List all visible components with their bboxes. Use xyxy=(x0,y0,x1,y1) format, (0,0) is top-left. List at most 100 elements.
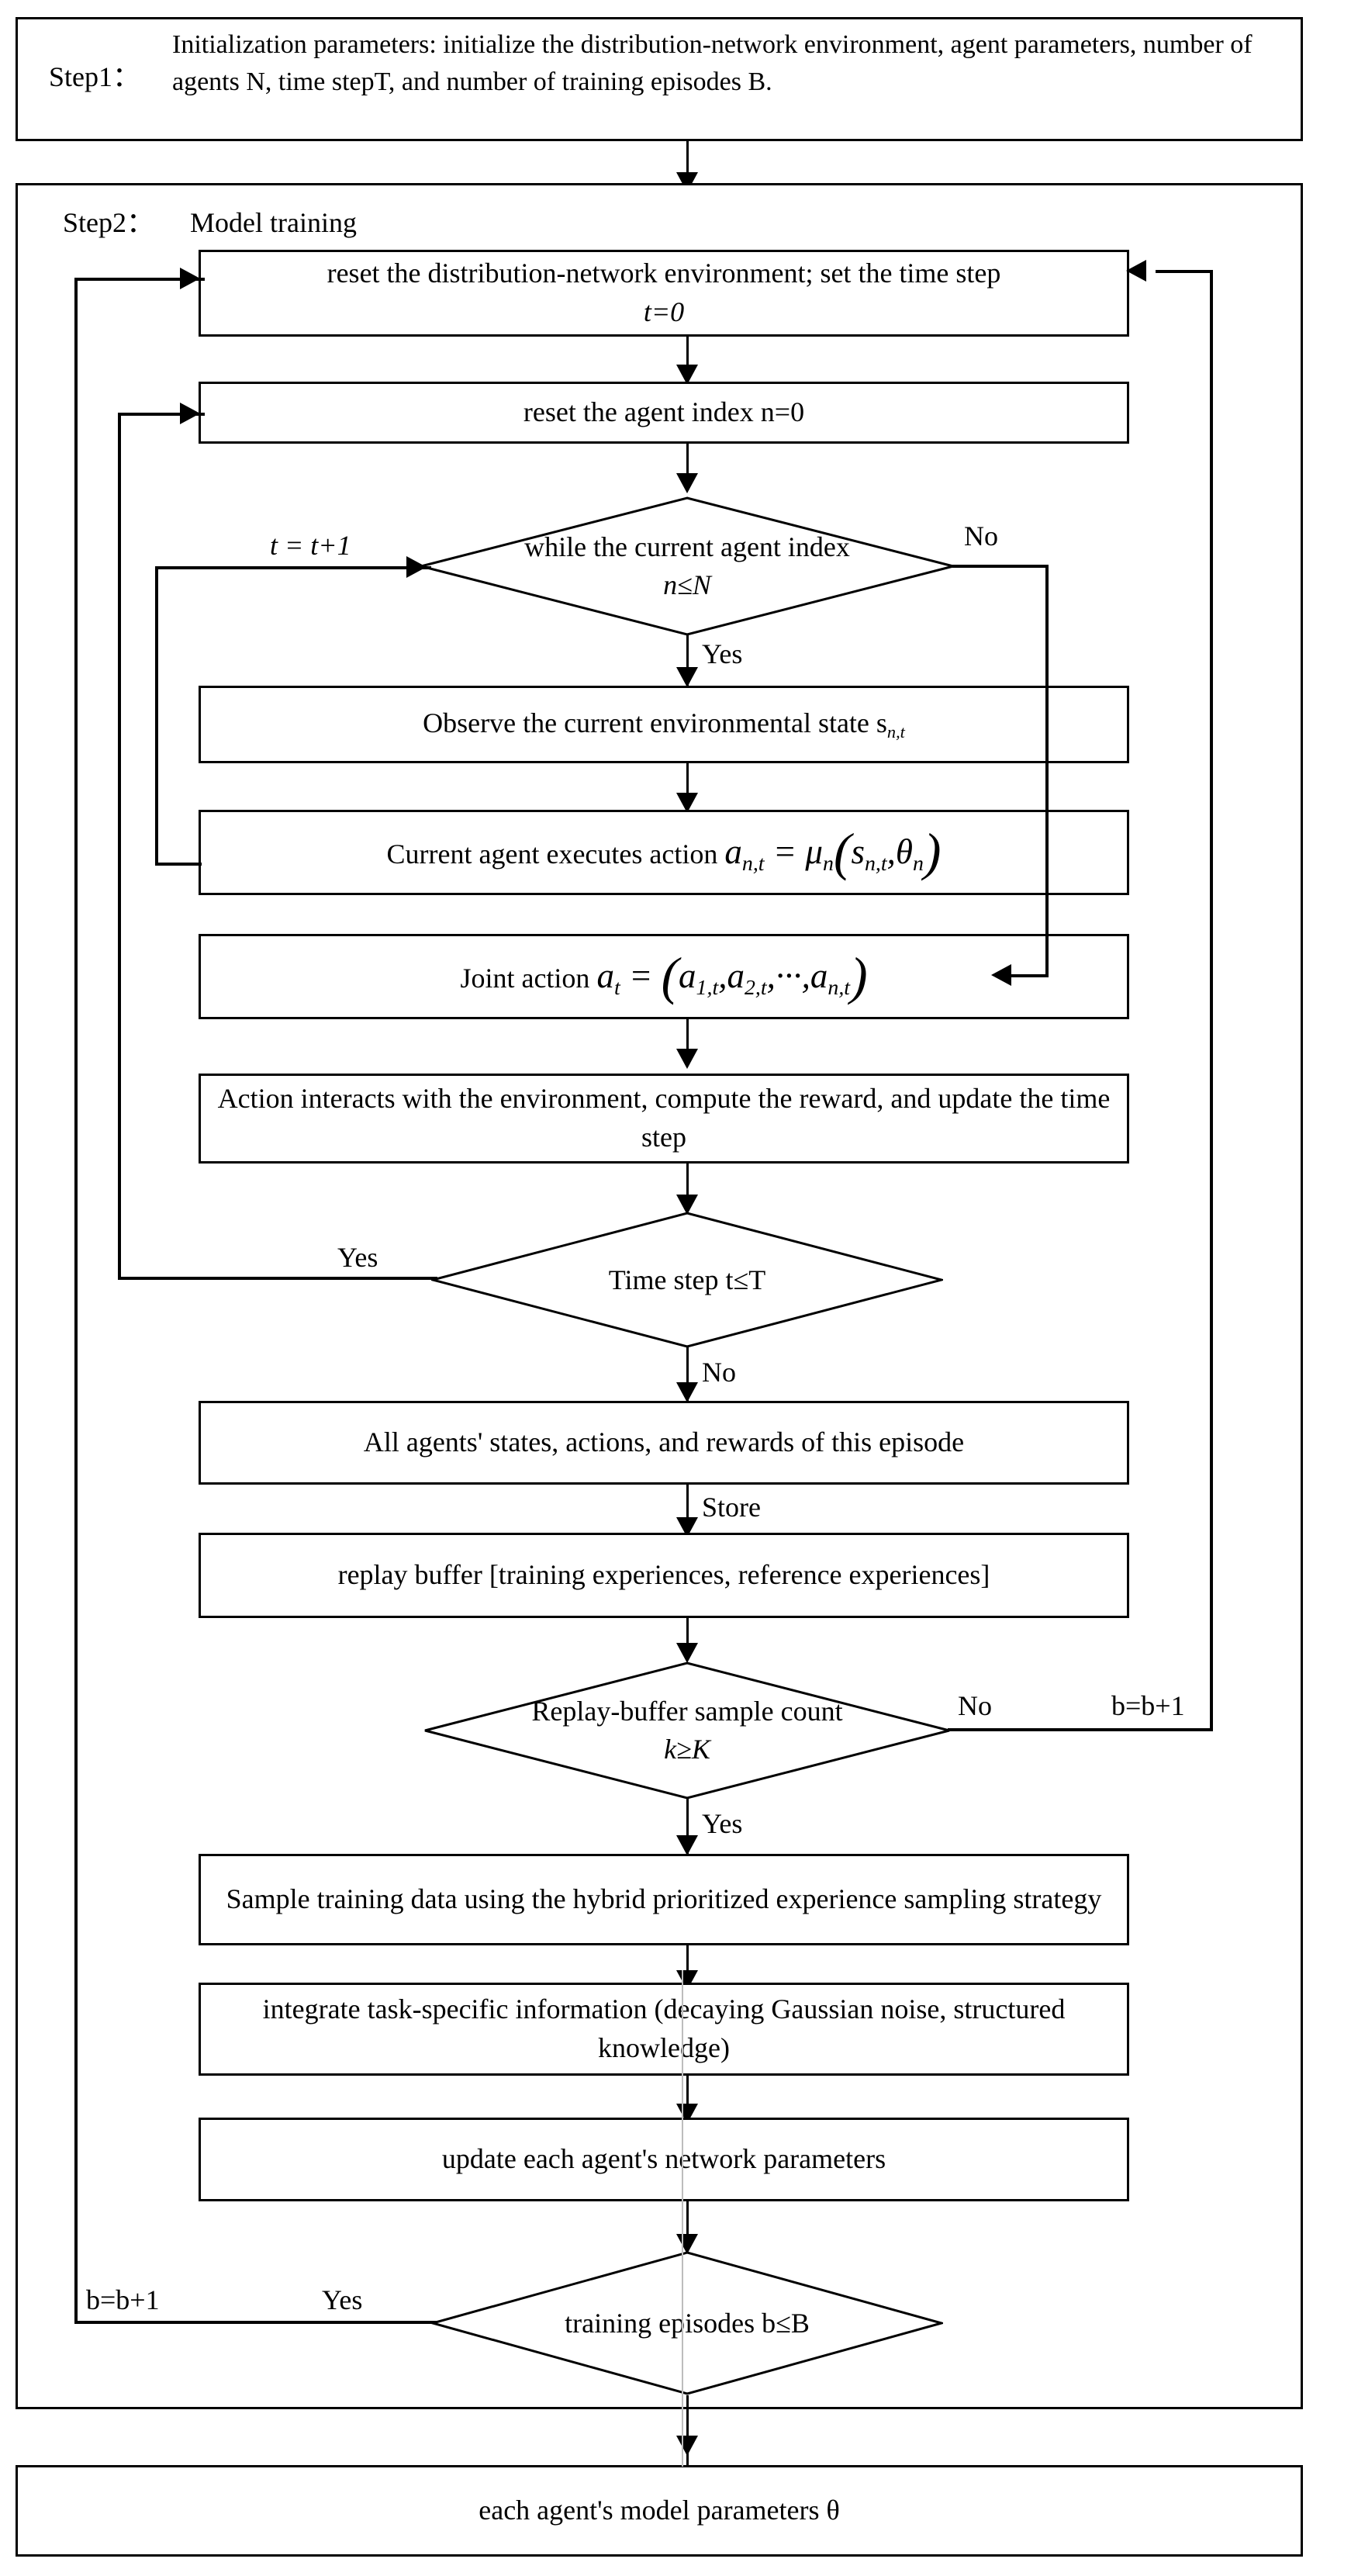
node-joint-action-formula: at = (a1,t,a2,t,···,an,t) xyxy=(596,947,868,1006)
node-execute-action-formula: an,t = μn(sn,t,θn) xyxy=(724,823,942,882)
edge-step1-to-step2 xyxy=(686,141,689,192)
decision-training-episodes-shape xyxy=(431,2251,943,2395)
edge-allagents-to-buffer xyxy=(686,1485,689,1534)
edge-reset-env-to-agent-index xyxy=(686,337,689,380)
step1-container xyxy=(16,17,1303,141)
node-joint-action-text: Joint action at = (a1,t,a2,t,···,an,t) xyxy=(460,940,867,1012)
node-reset-agent-index: reset the agent index n=0 xyxy=(199,382,1129,444)
step2-label: Step2： xyxy=(60,206,157,240)
edge-while-no-to-joint-horizontal xyxy=(997,974,1049,977)
edge-episodecheck-to-output-arrowhead xyxy=(676,2436,698,2456)
edge-joint-to-interacts-arrowhead xyxy=(676,1049,698,1069)
edge-label-t-increment: t = t+1 xyxy=(268,529,354,563)
edge-time-yes-horizontal-top xyxy=(118,413,205,416)
node-observe-state-text: Observe the current environmental state … xyxy=(423,704,905,745)
edge-episodes-yes-horizontal-bottom xyxy=(74,2321,437,2324)
edge-label-no-time: No xyxy=(700,1356,738,1390)
edge-integrate-to-update xyxy=(686,2076,689,2118)
edge-sample-to-integrate xyxy=(686,1945,689,1984)
edge-execute-to-while-arrowhead xyxy=(406,556,427,578)
node-execute-action: Current agent executes action an,t = μn(… xyxy=(199,810,1129,895)
node-output-model-parameters-text: each agent's model parameters θ xyxy=(479,2491,840,2530)
decision-while-agent-index-line2: n≤N xyxy=(663,569,711,600)
node-all-agents-episode: All agents' states, actions, and rewards… xyxy=(199,1401,1129,1485)
node-integrate-task-info: integrate task-specific information (dec… xyxy=(199,1983,1129,2076)
node-integrate-task-info-text: integrate task-specific information (dec… xyxy=(262,1993,1066,2063)
edge-replay-no-vertical xyxy=(1210,270,1213,1731)
edge-label-b-increment-right: b=b+1 xyxy=(1109,1689,1187,1724)
edge-execute-to-while-horizontal-bottom xyxy=(155,863,202,866)
edge-replay-no-to-reset-arrowhead xyxy=(1126,260,1146,282)
edge-agent-index-to-while xyxy=(686,444,689,486)
edge-time-yes-horizontal-bottom xyxy=(118,1277,437,1280)
edge-timecheck-no-to-allagents xyxy=(686,1347,689,1404)
node-observe-state: Observe the current environmental state … xyxy=(199,686,1129,763)
edge-countcheck-yes-to-sample-arrowhead xyxy=(676,1835,698,1855)
edge-time-yes-arrowhead xyxy=(180,403,200,424)
decision-while-agent-index: while the current agent index n≤N xyxy=(420,496,955,636)
edge-label-yes-episodes: Yes xyxy=(320,2284,365,2318)
node-replay-buffer-text: replay buffer [training experiences, ref… xyxy=(337,1559,990,1591)
edge-label-yes-time: Yes xyxy=(335,1241,381,1275)
decision-while-agent-index-label: while the current agent index n≤N xyxy=(420,496,955,636)
decision-replay-count: Replay-buffer sample count k≥K xyxy=(423,1661,951,1800)
decision-time-step-label: Time step t≤T xyxy=(431,1212,943,1348)
node-reset-environment: reset the distribution-network environme… xyxy=(199,250,1129,337)
decision-time-step-text: Time step t≤T xyxy=(608,1264,766,1295)
node-observe-state-main: Observe the current environmental state … xyxy=(423,707,887,739)
node-output-model-parameters: each agent's model parameters θ xyxy=(16,2465,1303,2557)
edge-while-yes-to-observe-arrowhead xyxy=(676,667,698,687)
edge-replay-no-to-reset-horizontal xyxy=(1156,270,1213,273)
node-reset-environment-subtext: t=0 xyxy=(643,296,685,327)
edge-replay-no-horizontal xyxy=(948,1728,1213,1731)
edge-countcheck-yes-to-sample xyxy=(686,1798,689,1857)
edge-while-no-vertical xyxy=(1045,565,1049,977)
edge-buffer-to-countcheck xyxy=(686,1618,689,1658)
edge-interacts-to-timecheck xyxy=(686,1164,689,1212)
decision-training-episodes: training episodes b≤B xyxy=(431,2251,943,2395)
node-joint-action-main: Joint action xyxy=(460,963,590,994)
edge-update-to-episodecheck xyxy=(686,2201,689,2251)
edge-time-yes-vertical xyxy=(118,413,121,1280)
decision-training-episodes-label: training episodes b≤B xyxy=(431,2251,943,2395)
node-update-network-params-text: update each agent's network parameters xyxy=(441,2143,886,2175)
edge-observe-to-execute-arrowhead xyxy=(676,793,698,813)
step1-label: Step1： xyxy=(47,61,143,95)
edge-label-store: Store xyxy=(700,1491,763,1525)
decision-replay-count-line2: k≥K xyxy=(664,1734,710,1765)
node-all-agents-episode-text: All agents' states, actions, and rewards… xyxy=(363,1426,965,1458)
edge-while-no-horizontal xyxy=(952,565,1049,568)
node-update-network-params: update each agent's network parameters xyxy=(199,2118,1129,2201)
edge-observe-to-execute xyxy=(686,763,689,807)
step1-text: Initialization parameters: initialize th… xyxy=(172,30,1253,97)
node-execute-action-main: Current agent executes action xyxy=(386,838,718,870)
node-joint-action: Joint action at = (a1,t,a2,t,···,an,t) xyxy=(199,934,1129,1019)
edge-label-no-replay: No xyxy=(955,1689,994,1724)
edge-label-no-agent: No xyxy=(962,520,1000,554)
node-execute-action-text: Current agent executes action an,t = μn(… xyxy=(387,816,942,888)
edge-label-yes-replay: Yes xyxy=(700,1807,745,1841)
node-observe-state-subscript: n,t xyxy=(886,722,905,742)
decision-training-episodes-text: training episodes b≤B xyxy=(565,2307,810,2339)
edge-reset-env-to-agent-index-arrowhead xyxy=(676,365,698,385)
node-replay-buffer: replay buffer [training experiences, ref… xyxy=(199,1533,1129,1618)
node-action-interacts: Action interacts with the environment, c… xyxy=(199,1074,1129,1164)
decision-replay-count-line1: Replay-buffer sample count xyxy=(531,1696,843,1727)
decision-while-agent-index-line1: while the current agent index xyxy=(524,531,850,563)
edge-timecheck-no-to-allagents-arrowhead xyxy=(676,1382,698,1402)
decision-time-step: Time step t≤T xyxy=(431,1212,943,1348)
edge-episodes-yes-horizontal-top xyxy=(74,278,205,281)
edge-interacts-to-timecheck-arrowhead xyxy=(676,1195,698,1215)
edge-label-b-increment-left: b=b+1 xyxy=(84,2284,162,2318)
edge-while-no-to-joint-arrowhead xyxy=(991,964,1011,986)
node-output-model-parameters-label: each agent's model parameters θ xyxy=(479,2495,840,2526)
guide-line-to-output xyxy=(682,1970,683,2467)
node-sample-training-data: Sample training data using the hybrid pr… xyxy=(199,1854,1129,1945)
edge-label-yes-agent: Yes xyxy=(700,638,745,672)
node-sample-training-data-text: Sample training data using the hybrid pr… xyxy=(226,1883,1102,1915)
edge-episodes-yes-vertical xyxy=(74,278,78,2324)
edge-buffer-to-countcheck-arrowhead xyxy=(676,1643,698,1663)
edge-agent-index-to-while-arrowhead xyxy=(676,473,698,493)
node-reset-environment-text: reset the distribution-network environme… xyxy=(327,258,1001,289)
